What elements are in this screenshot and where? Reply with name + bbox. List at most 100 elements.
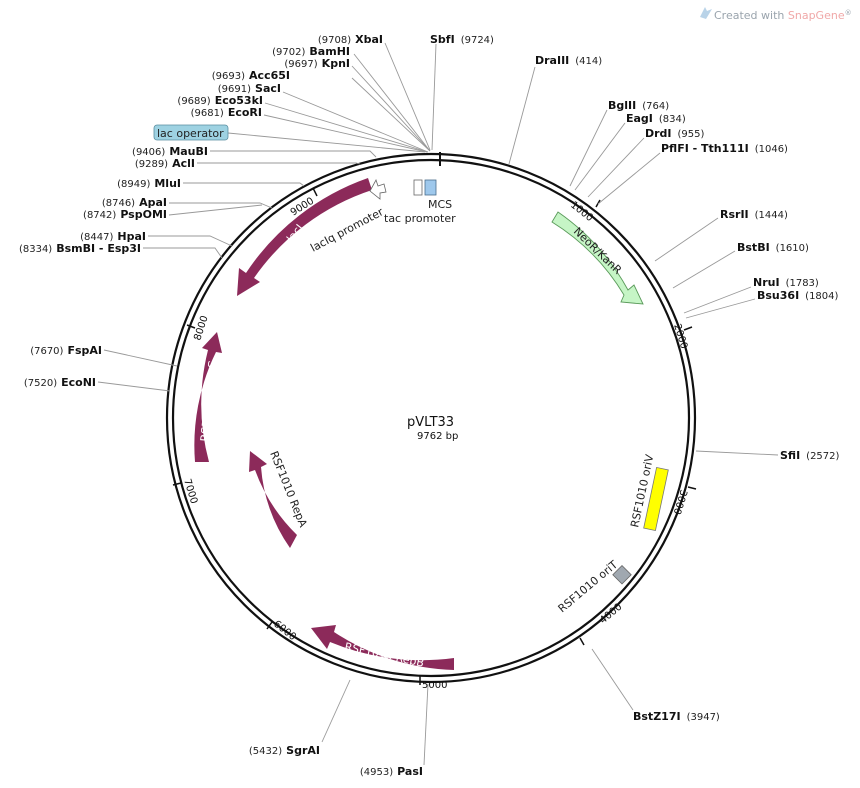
site-saci-label: (9691) SacI — [218, 82, 281, 95]
feature-repc-arrow — [194, 332, 222, 462]
site-pspomi-label: (8742)PspOMI — [83, 208, 167, 221]
site-acli-pos: (9289) — [135, 159, 168, 170]
site-maubi-label: (9406)MauBI — [132, 145, 208, 158]
site-bstbi-label: BstBI(1610) — [737, 241, 809, 254]
site-bamhi-name: BamHI — [309, 45, 350, 58]
site-apai-pos: (8746) — [102, 198, 135, 209]
leader-pflfi — [597, 152, 661, 205]
feature-laci-arrow — [237, 178, 372, 296]
leader-xbai — [384, 42, 431, 151]
leader-eco53ki — [264, 102, 429, 153]
site-bamhi-label: (9702) BamHI — [272, 45, 350, 58]
site-maubi-pos: (9406) — [132, 147, 165, 158]
site-draiii-pos: (414) — [575, 56, 602, 67]
leader-acc65i — [351, 77, 431, 152]
leader-acli — [197, 162, 361, 165]
plasmid-length: 9762 bp — [417, 431, 458, 442]
feature-tac-promoter-box — [413, 179, 423, 196]
site-eagi-pos: (834) — [659, 114, 686, 125]
site-acli-label: (9289) AclI — [135, 157, 195, 170]
leader-sbfi — [431, 43, 437, 151]
site-nrui-label: NruI(1783) — [753, 276, 819, 289]
leader-bsu36i — [685, 298, 756, 319]
tick-8000 — [186, 324, 196, 329]
site-bsmbi-label: (8334) BsmBI - Esp3I — [19, 242, 141, 255]
site-saci-name: SacI — [255, 82, 281, 95]
leader-draiii — [508, 66, 536, 165]
site-kpni-pos: (9697) — [284, 59, 317, 70]
plasmid-name: pVLT33 — [407, 415, 454, 430]
site-econi-pos: (7520) — [24, 378, 57, 389]
site-sgrai-name: SgrAI — [286, 744, 320, 757]
site-sbfi-pos: (9724) — [461, 35, 494, 46]
leader-drdi — [587, 137, 645, 198]
leader-fspai — [103, 349, 178, 367]
feature-repc-label: RSF1010 RepC — [198, 360, 219, 442]
leader-econi — [97, 381, 171, 392]
tick-2000 — [683, 326, 693, 331]
site-sfii-label: SfiI(2572) — [780, 449, 840, 462]
site-bsmbi-name: BsmBI - Esp3I — [56, 242, 141, 255]
site-labels-left: (9708)XbaI (9702)BamHI (9697)KpnI (9693)… — [19, 33, 423, 778]
watermark-prefix: Created with — [714, 9, 788, 22]
leader-sfii — [695, 450, 779, 456]
site-eco53ki-name: Eco53kI — [215, 94, 263, 107]
site-bglii-label: BglII(764) — [608, 99, 669, 112]
leader-bglii — [569, 109, 608, 187]
site-bstz17i-label: BstZ17I(3947) — [633, 710, 720, 723]
site-sbfi-name: SbfI — [430, 33, 455, 46]
watermark-text: Created with SnapGene® — [714, 9, 852, 22]
tick-3000 — [687, 486, 697, 490]
leader-bamhi — [353, 53, 431, 152]
site-draiii-label: DraIII(414) — [535, 54, 602, 67]
site-sgrai-pos: (5432) — [249, 746, 282, 757]
site-pspomi-pos: (8742) — [83, 210, 116, 221]
leader-bsmbi — [143, 247, 223, 259]
lac-operator-label: lac operator — [157, 127, 224, 140]
tick-label-8000: 8000 — [192, 314, 210, 342]
site-acc65i-name: Acc65I — [249, 69, 290, 82]
site-acc65i-pos: (9693) — [212, 71, 245, 82]
site-sfii-pos: (2572) — [806, 451, 839, 462]
site-bglii-name: BglII — [608, 99, 636, 112]
watermark: Created with SnapGene® — [700, 7, 852, 22]
site-kpni-label: (9697) KpnI — [284, 57, 350, 70]
site-bsmbi-pos: (8334) — [19, 244, 52, 255]
site-fspai-label: (7670)FspAI — [30, 344, 102, 357]
leader-pasi — [423, 683, 429, 766]
site-rsrii-pos: (1444) — [755, 210, 788, 221]
site-sgrai-label: (5432) SgrAI — [249, 744, 320, 757]
feature-tac-promoter-label: tac promoter — [384, 212, 456, 225]
site-acli-name: AclI — [172, 157, 195, 170]
feature-mcs-box — [424, 179, 437, 196]
site-pflfi-name: PflFI - Tth111I — [661, 142, 749, 155]
leader-lines — [97, 42, 779, 766]
site-saci-pos: (9691) — [218, 84, 251, 95]
site-bamhi-pos: (9702) — [272, 47, 305, 58]
site-eagi-name: EagI — [626, 112, 653, 125]
site-econi-label: (7520)EcoNI — [24, 376, 96, 389]
leader-ecori — [263, 114, 428, 153]
leader-rsrii — [654, 217, 719, 262]
site-hpai-pos: (8447) — [80, 232, 113, 243]
leader-mlui — [183, 182, 305, 187]
site-pasi-label: (4953)PasI — [360, 765, 423, 778]
site-acc65i-label: (9693) Acc65I — [212, 69, 290, 82]
site-pasi-name: PasI — [397, 765, 423, 778]
site-kpni-name: KpnI — [322, 57, 350, 70]
tick-label-4000: 4000 — [598, 602, 625, 627]
site-drdi-label: DrdI(955) — [645, 127, 705, 140]
site-eco53ki-label: (9689)Eco53kI — [177, 94, 263, 107]
watermark-brand: SnapGene — [788, 9, 845, 22]
feature-laciq-promoter-arrow — [369, 179, 387, 200]
site-pflfi-label: PflFI - Tth111I(1046) — [661, 142, 788, 155]
lac-operator-badge — [153, 124, 229, 141]
leader-bstbi — [672, 250, 736, 289]
tick-label-5000: 5000 — [422, 680, 447, 691]
site-eagi-label: EagI (834) — [626, 112, 686, 125]
site-mlui-name: MluI — [154, 177, 181, 190]
site-fspai-pos: (7670) — [30, 346, 63, 357]
site-xbai-pos: (9708) — [318, 35, 351, 46]
site-apai-name: ApaI — [139, 196, 167, 209]
